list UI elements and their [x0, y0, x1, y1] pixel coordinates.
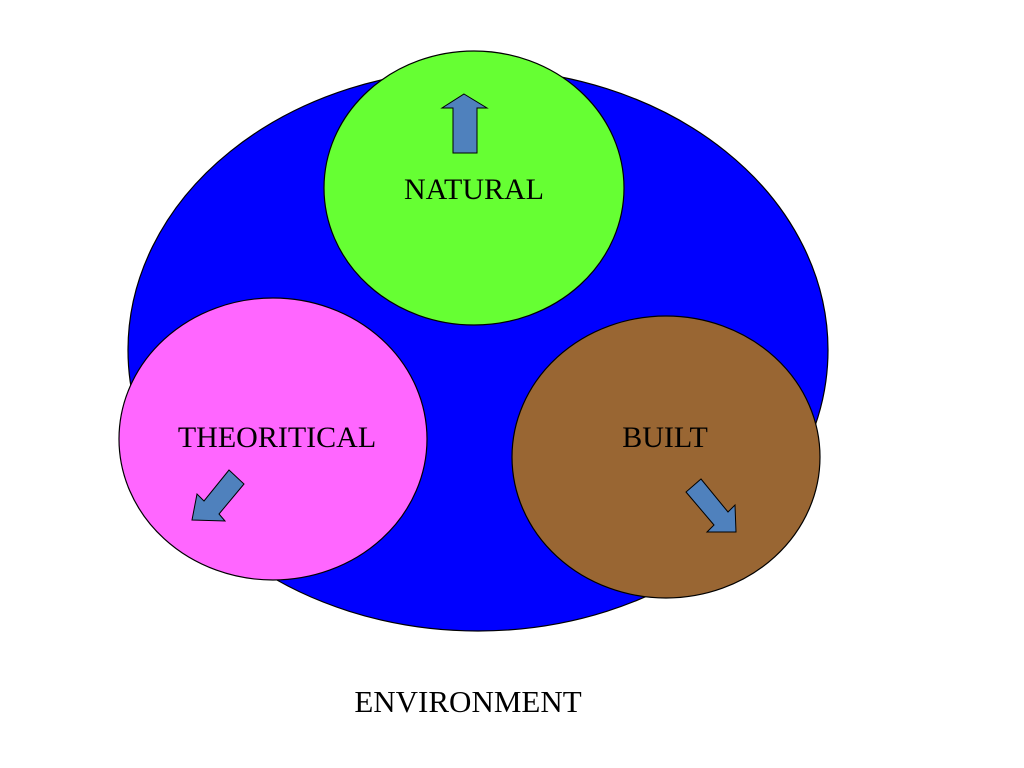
- built-circle: [511, 315, 821, 599]
- down-left-arrow-icon: [191, 469, 245, 522]
- built-node: BUILT: [511, 315, 821, 599]
- theoretical-label: THEORITICAL: [178, 421, 376, 454]
- natural-node: NATURAL: [323, 50, 625, 326]
- natural-circle: [323, 50, 625, 326]
- theoretical-node: THEORITICAL: [118, 297, 428, 581]
- built-label: BUILT: [622, 421, 708, 454]
- down-right-arrow-icon: [685, 478, 737, 533]
- diagram-caption: ENVIRONMENT: [354, 684, 581, 719]
- up-arrow-icon: [440, 93, 489, 154]
- natural-label: NATURAL: [404, 173, 544, 206]
